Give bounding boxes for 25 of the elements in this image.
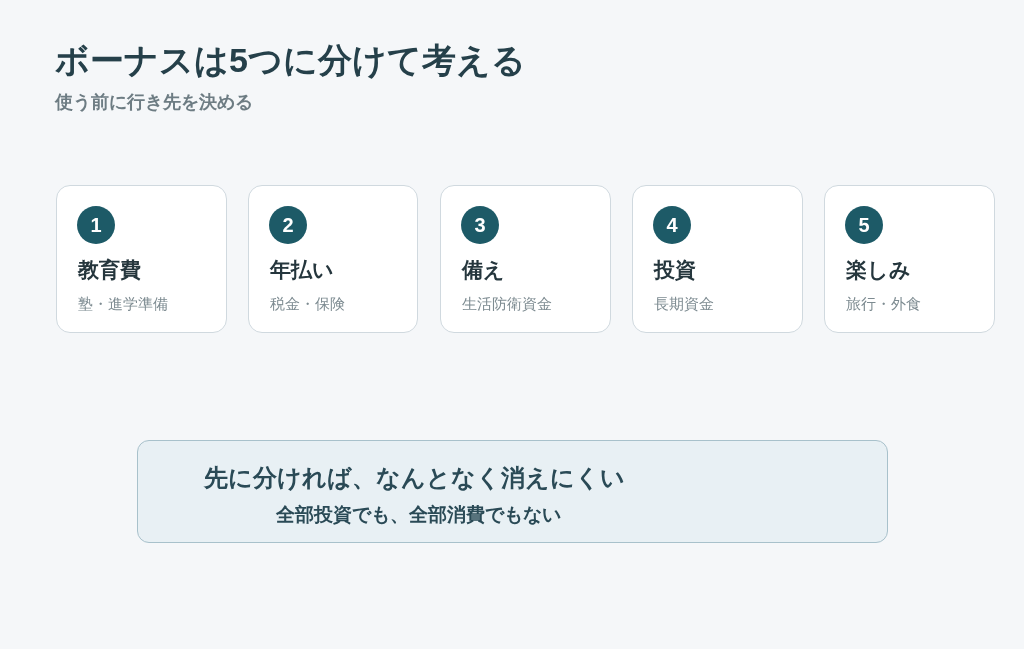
category-card	[632, 185, 803, 333]
subtitle: 使う前に行き先を決める	[55, 92, 253, 114]
category-card	[56, 185, 227, 333]
category-card	[824, 185, 995, 333]
number-badge: 1	[77, 206, 115, 244]
card-subtext: 旅行・外食	[846, 295, 921, 313]
card-heading: 楽しみ	[846, 257, 911, 283]
note-box	[137, 440, 888, 543]
card-subtext: 生活防衛資金	[462, 295, 552, 313]
number-badge: 5	[845, 206, 883, 244]
page-title: ボーナスは5つに分けて考える	[55, 40, 526, 81]
card-heading: 年払い	[270, 257, 334, 283]
card-heading: 備え	[462, 257, 505, 283]
number-badge: 2	[269, 206, 307, 244]
card-subtext: 塾・進学準備	[78, 295, 168, 313]
note-subtext: 全部投資でも、全部消費でもない	[276, 504, 561, 527]
category-card	[248, 185, 418, 333]
note-heading: 先に分ければ、なんとなく消えにくい	[204, 464, 625, 493]
card-heading: 教育費	[78, 257, 141, 283]
number-badge: 3	[461, 206, 499, 244]
category-card	[440, 185, 611, 333]
number-badge: 4	[653, 206, 691, 244]
card-heading: 投資	[654, 257, 696, 283]
card-subtext: 税金・保険	[270, 295, 345, 313]
card-subtext: 長期資金	[654, 295, 714, 313]
